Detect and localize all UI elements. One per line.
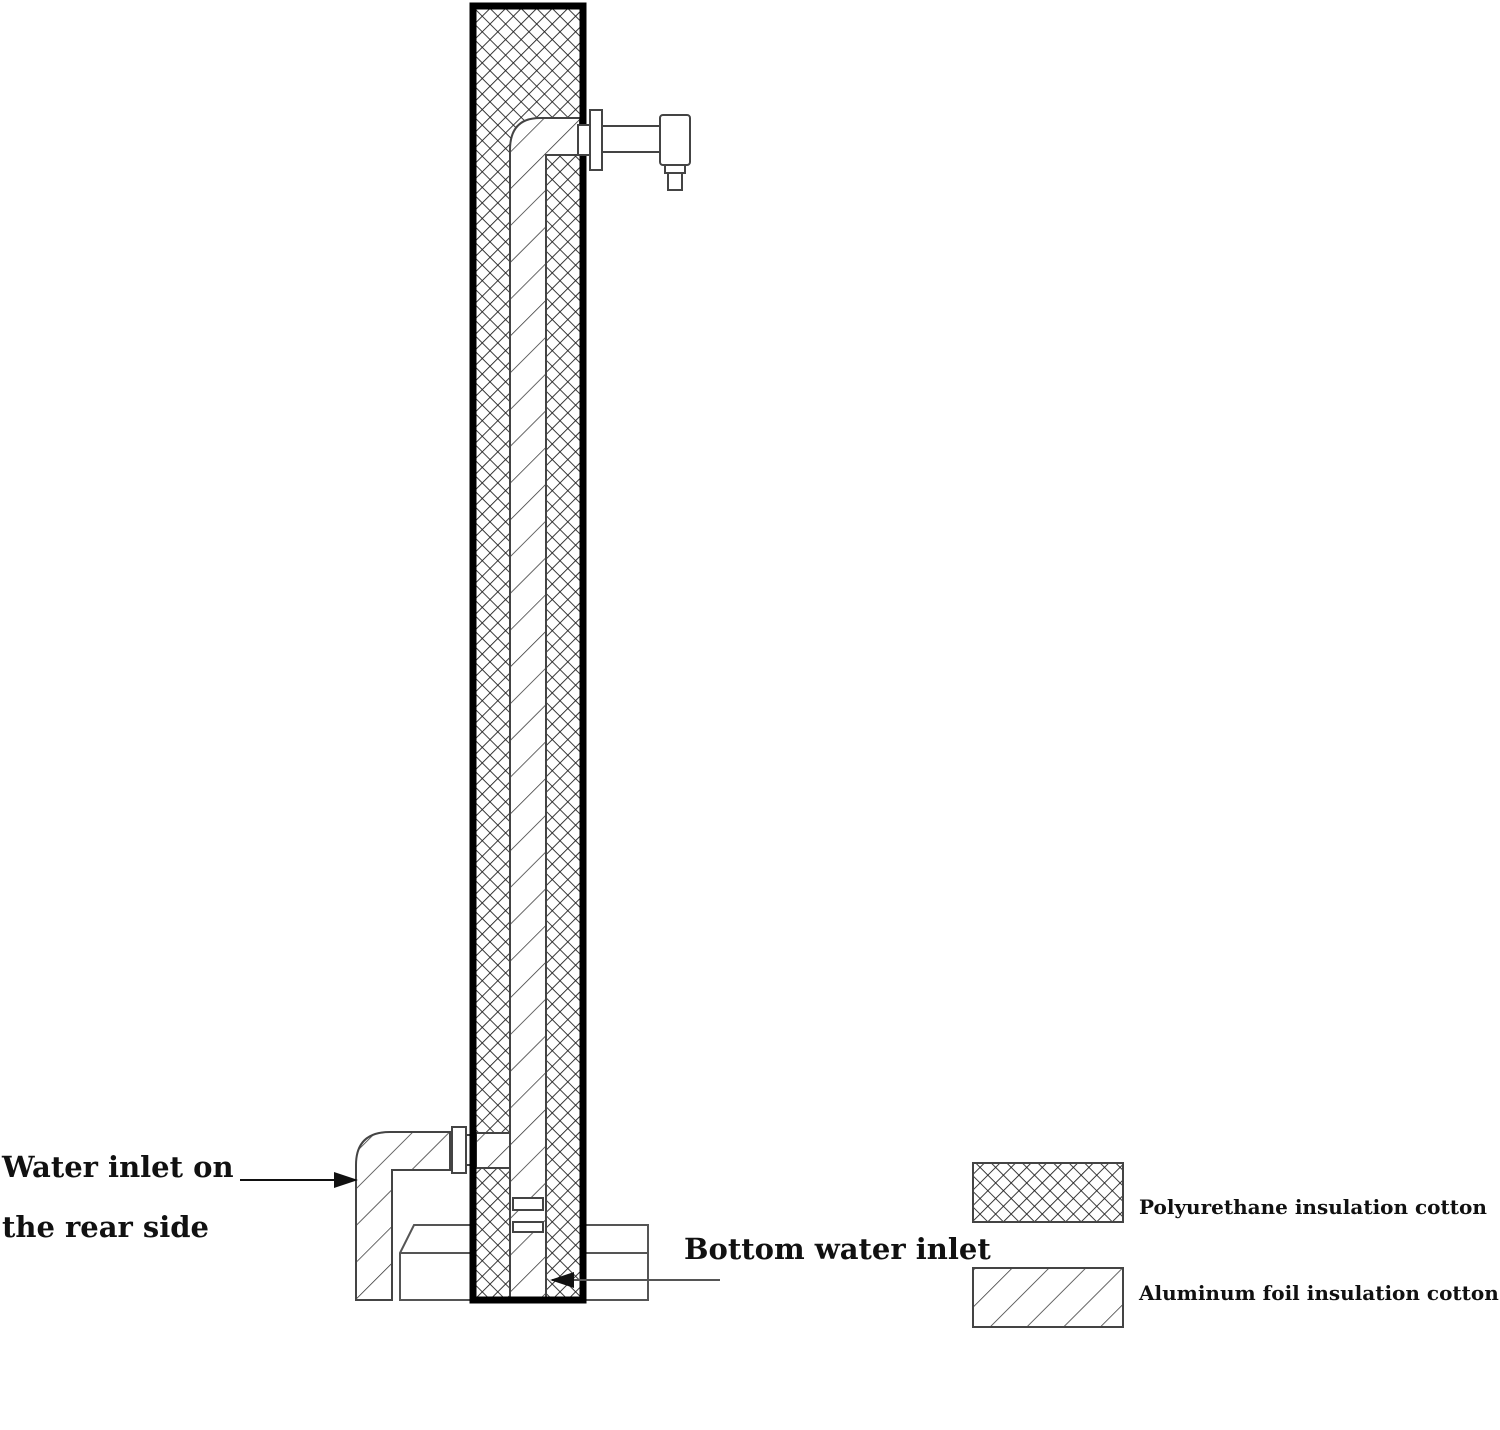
rear-flange bbox=[451, 1126, 467, 1174]
legend-swatch-hatch bbox=[972, 1267, 1124, 1328]
rear-inlet-elbow-pipe bbox=[355, 1126, 473, 1301]
legend-swatch-crosshatch bbox=[972, 1162, 1124, 1223]
main-column bbox=[469, 2, 587, 1304]
legend-label-aluminum: Aluminum foil insulation cotton bbox=[1139, 1281, 1499, 1305]
rear-inlet-label-line2: the rear side bbox=[2, 1210, 209, 1244]
bottom-inlet-label: Bottom water inlet bbox=[684, 1232, 991, 1266]
rear-inlet-label-line1: Water inlet on bbox=[2, 1150, 234, 1184]
top-outlet-fitting bbox=[577, 109, 691, 191]
legend-label-polyurethane: Polyurethane insulation cotton bbox=[1139, 1195, 1487, 1219]
